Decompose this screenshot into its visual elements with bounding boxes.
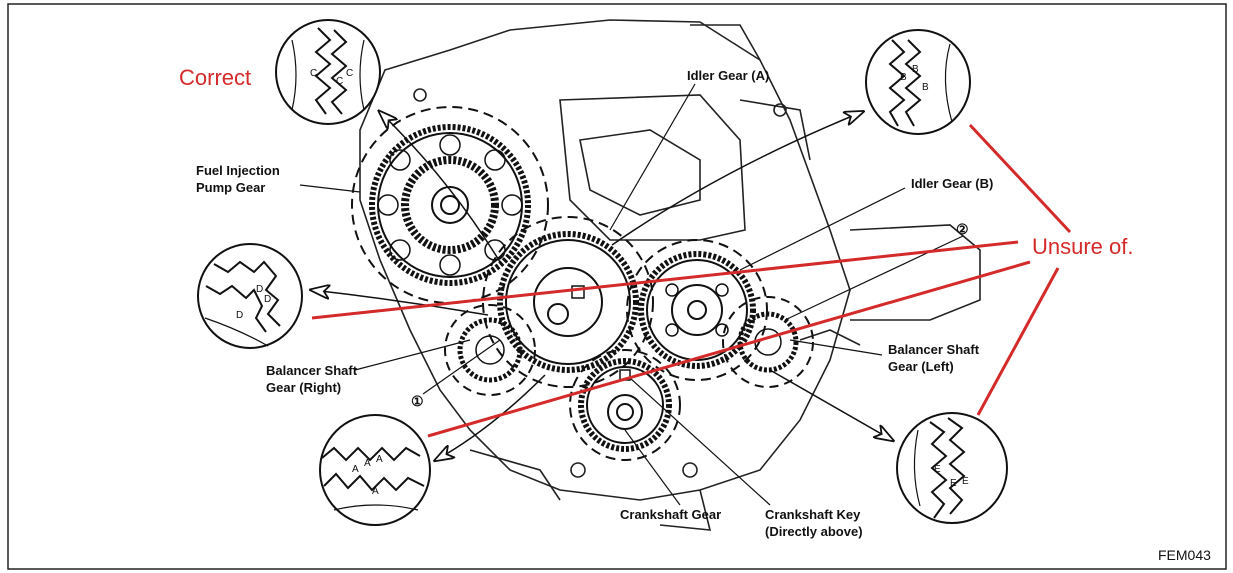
label-fuel-injection-2: Pump Gear [196,180,265,195]
engine-block [359,19,981,531]
magnifier-callout-e [896,412,1008,524]
mark-d-3: D [236,310,243,321]
mark-c-2: C [336,76,343,87]
balancer-shaft-gear-right [444,304,536,396]
mark-e-1: E [934,464,941,475]
label-idler-gear-a: Idler Gear (A) [687,68,769,83]
mark-a-3: A [376,454,383,465]
label-balancer-right-2: Gear (Right) [266,380,341,395]
mark-d-1: D [256,284,263,295]
callout-number-1: ① [411,393,424,409]
crankshaft-gear [569,349,681,461]
mark-b-3: B [922,82,929,93]
annotation-unsure: Unsure of. [1032,234,1134,259]
label-idler-gear-b: Idler Gear (B) [911,176,993,191]
label-fuel-injection-1: Fuel Injection [196,163,280,178]
magnifier-callout-c [275,19,381,125]
label-balancer-left-1: Balancer Shaft [888,342,980,357]
callout-arrows [312,112,892,460]
mark-c-1: C [310,68,317,79]
label-crankshaft-key-1: Crankshaft Key [765,507,861,522]
mark-e-2: E [950,478,957,489]
label-crankshaft-gear: Crankshaft Gear [620,507,721,522]
idler-gear-a [482,216,654,388]
mark-b-1: B [900,72,907,83]
magnifier-callout-d [197,243,303,349]
mark-b-2: B [912,64,919,75]
annotation-lines [311,123,1072,438]
fuel-injection-pump-gear [351,106,549,304]
mark-a-2: A [364,458,371,469]
mark-a-1: A [352,464,359,475]
tooth-marks: C C C B B B D D D A A A A E E E [236,64,969,497]
callout-number-2: ② [956,221,969,237]
svg-text:②: ② [956,221,969,237]
label-balancer-right-1: Balancer Shaft [266,363,358,378]
mark-e-3: E [962,476,969,487]
label-balancer-left-2: Gear (Left) [888,359,954,374]
svg-text:①: ① [411,393,424,409]
figure-code: FEM043 [1158,547,1211,563]
mark-a-4: A [372,486,379,497]
mark-d-2: D [264,294,271,305]
label-crankshaft-key-2: (Directly above) [765,524,863,539]
idler-gear-b [626,239,768,381]
figure-border [7,3,1227,570]
magnifier-callout-b [865,29,971,135]
mark-c-3: C [346,68,353,79]
annotation-correct: Correct [179,65,251,90]
magnifier-callout-a [319,414,431,526]
